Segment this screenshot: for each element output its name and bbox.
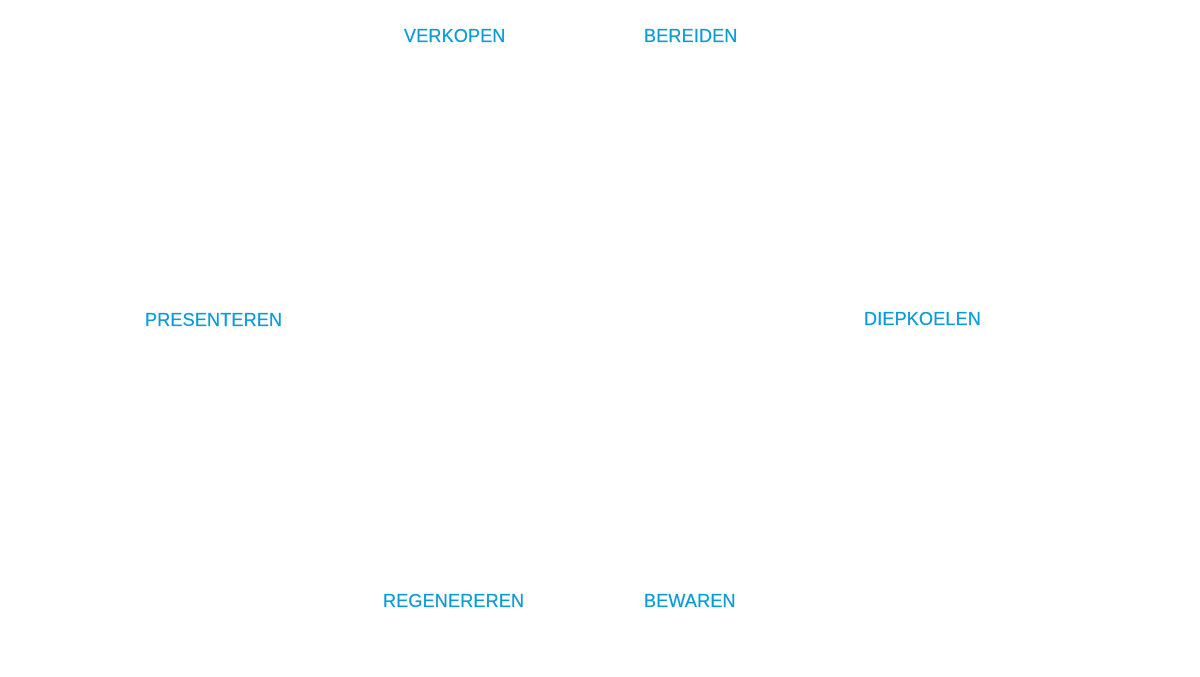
- node-presenteren-label: PRESENTEREN: [145, 310, 283, 330]
- node-verkopen-label: VERKOPEN: [404, 26, 506, 46]
- node-diepkoelen-label: DIEPKOELEN: [864, 309, 982, 329]
- node-regenereren-label: REGENEREREN: [383, 591, 525, 611]
- node-bereiden-label: BEREIDEN: [644, 26, 738, 46]
- node-bewaren-label: BEWAREN: [644, 591, 736, 611]
